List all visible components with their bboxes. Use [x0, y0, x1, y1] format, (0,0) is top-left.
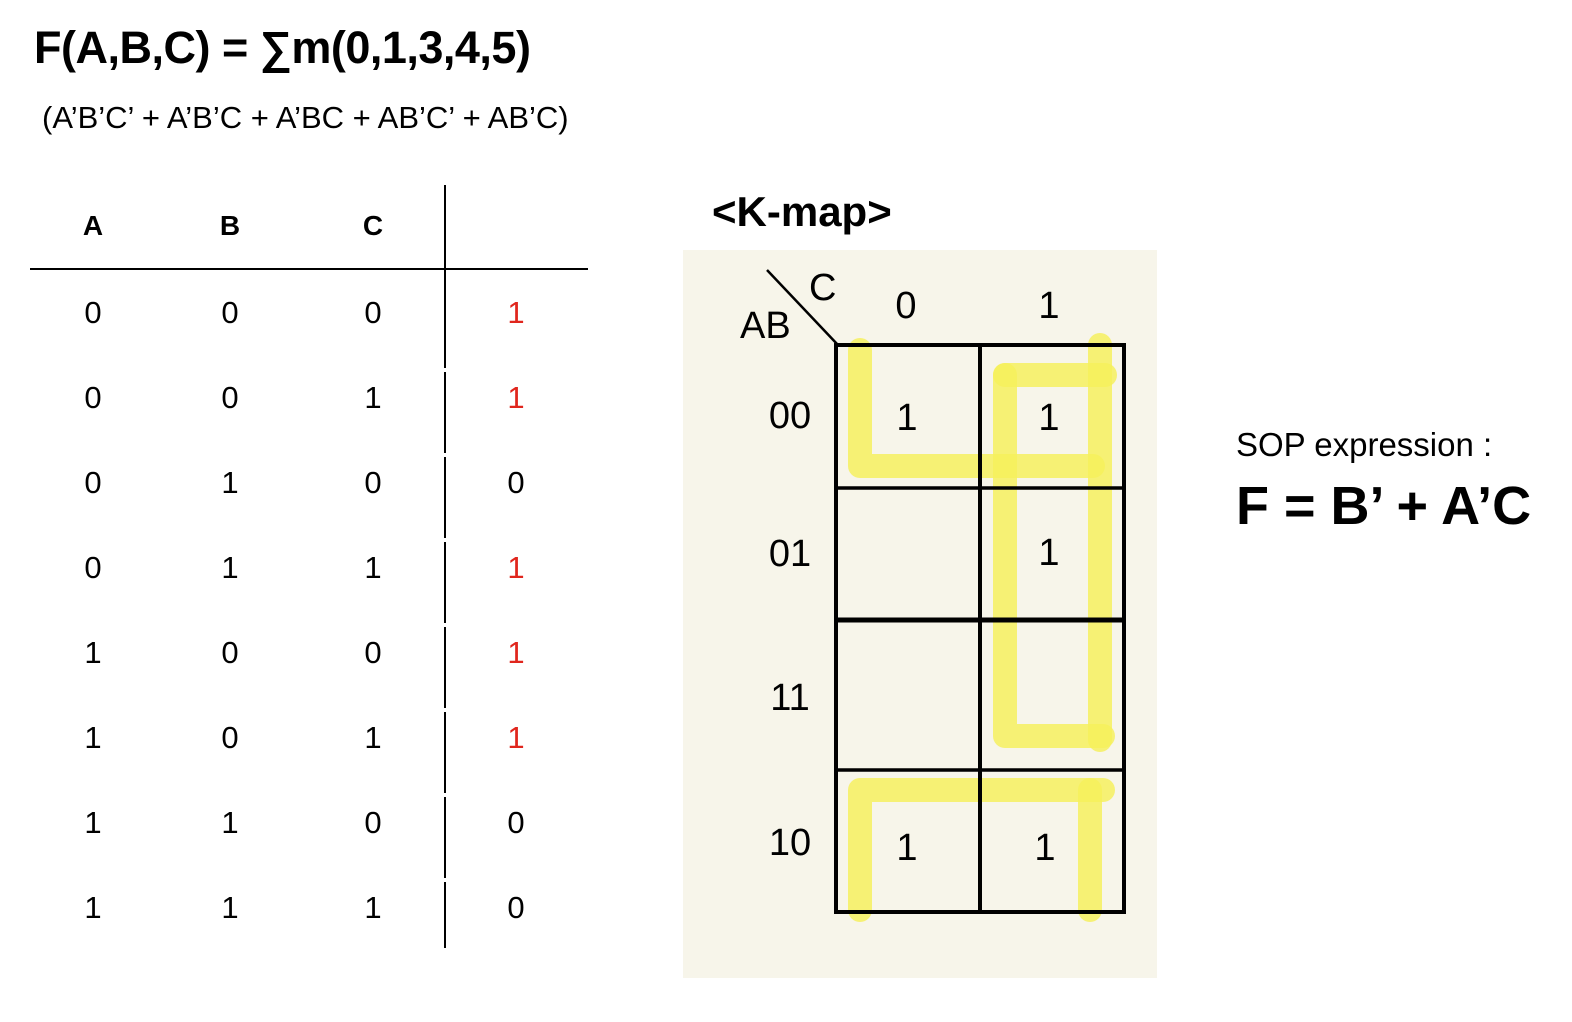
function-definition: F(A,B,C) = ∑m(0,1,3,4,5) — [34, 22, 531, 73]
kmap-cell-value: 1 — [1038, 397, 1059, 439]
truth-table-cell-output: 1 — [507, 295, 525, 330]
truth-table-row-gap — [444, 453, 446, 457]
truth-table-cell-a: 0 — [84, 295, 102, 330]
kmap-cell-value: 1 — [1034, 827, 1055, 869]
truth-table-cell-c: 1 — [364, 550, 382, 585]
kmap-group-loop-bottom-left — [848, 778, 1115, 922]
kmap-row-variable-label: AB — [740, 305, 791, 347]
truth-table-row-gap — [444, 623, 446, 627]
truth-table-cell-output: 0 — [507, 805, 525, 840]
truth-table-cell-c: 1 — [364, 380, 382, 415]
truth-table-cell-b: 1 — [221, 465, 239, 500]
truth-table-cell-output: 0 — [507, 465, 525, 500]
kmap-cell-value: 1 — [896, 397, 917, 439]
kmap-title: <K-map> — [712, 188, 892, 235]
truth-table-cell-a: 0 — [84, 380, 102, 415]
truth-table-cell-b: 1 — [221, 890, 239, 925]
truth-table-cell-c: 0 — [364, 465, 382, 500]
truth-table-output-divider — [444, 185, 446, 948]
truth-table-cell-a: 0 — [84, 550, 102, 585]
truth-table-cell-b: 0 — [221, 380, 239, 415]
truth-table-header-a: A — [82, 210, 104, 241]
kmap-row-label: 01 — [769, 533, 811, 575]
truth-table-cell-a: 1 — [84, 805, 102, 840]
sop-expression: F = B’ + A’C — [1236, 476, 1532, 536]
truth-table-cell-c: 1 — [364, 890, 382, 925]
truth-table-row-gap — [444, 538, 446, 542]
truth-table-cell-c: 1 — [364, 720, 382, 755]
truth-table-row-gap — [444, 708, 446, 712]
truth-table-cell-b: 1 — [221, 550, 239, 585]
truth-table-cell-output: 1 — [507, 380, 525, 415]
truth-table-cell-c: 0 — [364, 295, 382, 330]
truth-table-cell-output: 1 — [507, 635, 525, 670]
kmap-row-label: 11 — [770, 677, 809, 719]
kmap-row-label: 10 — [769, 822, 811, 864]
truth-table-cell-a: 1 — [84, 635, 102, 670]
kmap-group-loop-column-left — [993, 363, 1115, 748]
truth-table-cell-output: 0 — [507, 890, 525, 925]
kmap-cell-value: 1 — [896, 827, 917, 869]
kmap-row-label: 00 — [769, 395, 811, 437]
truth-table-cell-a: 1 — [84, 720, 102, 755]
minterm-expansion: (A’B’C’ + A’B’C + A’BC + AB’C’ + AB’C) — [42, 100, 569, 135]
truth-table-header-b: B — [219, 210, 241, 241]
truth-table-cell-a: 0 — [84, 465, 102, 500]
truth-table-header-divider — [30, 268, 588, 270]
truth-table-cell-b: 0 — [221, 635, 239, 670]
truth-table-cell-b: 0 — [221, 720, 239, 755]
truth-table-row-gap — [444, 368, 446, 372]
truth-table-row-gap — [444, 878, 446, 882]
truth-table-cell-b: 1 — [221, 805, 239, 840]
kmap-cell-value: 1 — [1038, 532, 1059, 574]
kmap-corner-diagonal — [766, 269, 839, 346]
sop-label: SOP expression : — [1236, 426, 1493, 463]
truth-table-cell-output: 1 — [507, 550, 525, 585]
kmap-col-label: 0 — [895, 285, 916, 327]
kmap-col-label: 1 — [1038, 285, 1059, 327]
truth-table-cell-b: 0 — [221, 295, 239, 330]
truth-table: A B C 0 0 0 1 0 0 1 1 0 1 0 0 0 1 1 1 1 0 0 1 1 0 1 1 1 1 0 0 1 1 1 0 — [0, 0, 600, 1000]
truth-table-cell-a: 1 — [84, 890, 102, 925]
truth-table-cell-c: 0 — [364, 805, 382, 840]
truth-table-row-gap — [444, 793, 446, 797]
truth-table-cell-c: 0 — [364, 635, 382, 670]
truth-table-header-c: C — [362, 210, 384, 241]
kmap-col-variable-label: C — [809, 267, 836, 309]
truth-table-cell-output: 1 — [507, 720, 525, 755]
